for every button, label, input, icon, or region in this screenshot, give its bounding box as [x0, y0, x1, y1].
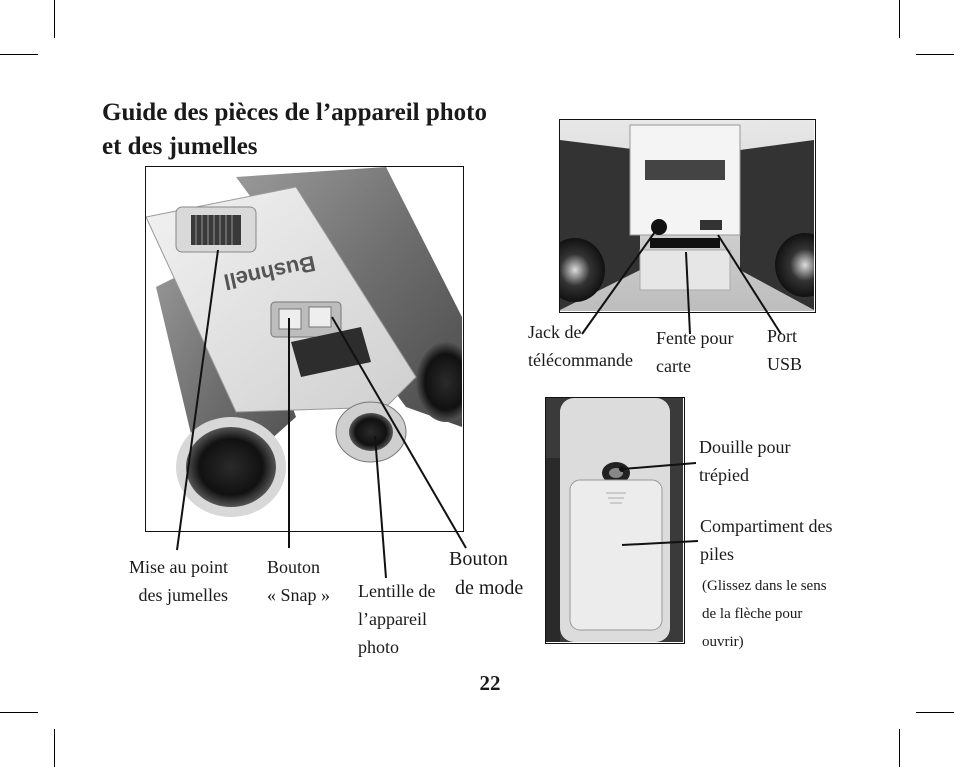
label-usb: Port USB: [767, 322, 802, 378]
label-battery-note: (Glissez dans le sens de la flèche pour …: [702, 572, 827, 656]
binocular-top-photo: Bushnell: [145, 166, 464, 532]
page-title: Guide des pièces de l’appareil photo et …: [102, 96, 542, 164]
label-snap-line-2: « Snap »: [267, 585, 330, 605]
label-battery-line-2: piles: [700, 544, 734, 564]
label-tripod-line-1: Douille pour: [699, 437, 791, 457]
label-remote: Jack de télécommande: [528, 318, 633, 374]
crop-mark: [54, 0, 55, 38]
label-lens-line-3: photo: [358, 637, 400, 657]
label-usb-line-1: Port: [767, 326, 798, 346]
label-remote-line-1: Jack de: [528, 322, 582, 342]
label-tripod: Douille pour trépied: [699, 433, 791, 489]
pointer-dot: [619, 466, 625, 472]
label-focus: Mise au point des jumelles: [114, 553, 228, 609]
label-battery: Compartiment des piles: [700, 512, 832, 568]
label-remote-line-2: télécommande: [528, 350, 633, 370]
label-battery-note-line-2: de la flèche pour: [702, 606, 803, 622]
binocular-bottom-photo: [545, 397, 685, 644]
label-focus-line-1: Mise au point: [129, 557, 228, 577]
label-card-line-2: carte: [656, 356, 691, 376]
label-mode-line-2: de mode: [455, 577, 524, 599]
label-usb-line-2: USB: [767, 354, 803, 374]
label-card: Fente pour carte: [656, 324, 733, 380]
crop-mark: [54, 729, 55, 767]
crop-mark: [899, 729, 900, 767]
label-card-line-1: Fente pour: [656, 328, 734, 348]
label-mode: Bouton de mode: [449, 545, 523, 603]
label-tripod-line-2: trépied: [699, 465, 749, 485]
crop-mark: [916, 54, 954, 55]
label-snap: Bouton « Snap »: [267, 553, 330, 609]
title-line-2: et des jumelles: [102, 133, 258, 160]
label-battery-line-1: Compartiment des: [700, 516, 833, 536]
label-mode-line-1: Bouton: [449, 548, 508, 570]
binocular-front-photo: [559, 119, 816, 313]
label-lens-line-2: l’appareil: [358, 609, 427, 629]
page-number: 22: [479, 671, 501, 695]
crop-mark: [899, 0, 900, 38]
label-focus-line-2: des jumelles: [138, 585, 228, 605]
label-battery-note-line-3: ouvrir): [702, 634, 744, 650]
label-lens-line-1: Lentille de: [358, 581, 436, 601]
label-battery-note-line-1: (Glissez dans le sens: [702, 578, 827, 594]
title-line-1: Guide des pièces de l’appareil photo: [102, 99, 487, 126]
crop-mark: [0, 54, 38, 55]
label-lens: Lentille de l’appareil photo: [358, 577, 435, 661]
crop-mark: [916, 712, 954, 713]
crop-mark: [0, 712, 38, 713]
label-snap-line-1: Bouton: [267, 557, 321, 577]
